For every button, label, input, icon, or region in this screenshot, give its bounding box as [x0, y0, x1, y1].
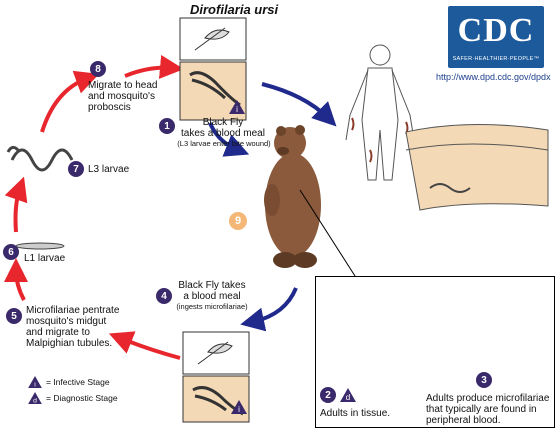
step-3-label: Adults produce microfilariae that typica…: [426, 393, 550, 426]
step-1-label: Black Fly takes a blood meal (L3 larvae …: [177, 117, 270, 148]
blue-arrow-fly-to-bear: [208, 122, 250, 157]
step-3-badge: 3: [476, 372, 492, 388]
step-8-badge: 8: [90, 61, 106, 77]
legend-infective-text: = Infective Stage: [46, 377, 110, 387]
legend-diagnostic-text: = Diagnostic Stage: [46, 393, 118, 403]
svg-text:d: d: [33, 397, 37, 404]
red-arrow-6-to-7: [4, 176, 28, 233]
infective-stage-icon: i: [28, 376, 42, 388]
cdc-logo: CDC SAFER·HEALTHIER·PEOPLE™: [448, 6, 544, 68]
infective-stage-icon: i: [229, 100, 245, 114]
step-2-label: Adults in tissue.: [320, 408, 391, 419]
blue-arrow-fly-to-human: [261, 82, 337, 127]
step-7-badge: 7: [68, 161, 84, 177]
source-url[interactable]: http://www.dpd.cdc.gov/dpdx: [436, 72, 551, 82]
step-5-badge: 5: [6, 308, 22, 324]
step-1-text: Black Fly takes a blood meal: [181, 117, 265, 139]
red-arrow-4-to-5: [108, 331, 181, 360]
step-9-badge: 9: [229, 212, 247, 230]
red-arrow-5-to-6: [4, 258, 29, 301]
step-6-label: L1 larvae: [24, 253, 66, 264]
red-arrow-8-to-1: [124, 54, 184, 79]
step-4-badge: 4: [156, 288, 172, 304]
diagram-title: Dirofilaria ursi: [190, 2, 279, 17]
diagnostic-stage-icon: d: [340, 388, 356, 402]
step-1-note: (L3 larvae enter bite wound): [177, 139, 271, 148]
step-1-badge: 1: [159, 118, 175, 134]
blue-arrow-bear-to-fly: [240, 287, 298, 332]
human-outline: [345, 44, 415, 181]
step-8-label: Migrate to head and mosquito's proboscis: [88, 80, 158, 113]
legend-diagnostic: d = Diagnostic Stage: [28, 392, 118, 404]
step-4-label: Black Fly takes a blood meal (ingests mi…: [172, 280, 252, 311]
red-arrow-7-to-8: [40, 70, 100, 133]
step-6-badge: 6: [3, 244, 19, 260]
infective-stage-icon: i: [231, 400, 247, 414]
step-7-label: L3 larvae: [88, 164, 130, 175]
legend-infective: i = Infective Stage: [28, 376, 110, 388]
tissue-stage-box: [315, 276, 555, 428]
svg-text:i: i: [236, 105, 238, 114]
bear-illustration: [264, 125, 321, 268]
step-4-note: (ingests microfilariae): [176, 302, 248, 311]
cdc-logo-text: CDC: [457, 12, 535, 49]
step-2-badge: 2: [320, 387, 336, 403]
cdc-logo-tagline: SAFER·HEALTHIER·PEOPLE™: [452, 56, 540, 62]
svg-text:i: i: [34, 381, 36, 388]
diagnostic-stage-icon: d: [28, 392, 42, 404]
step-4-text: Black Fly takes a blood meal: [178, 280, 246, 302]
l3-larva: [6, 145, 74, 172]
svg-text:d: d: [346, 393, 350, 402]
svg-text:i: i: [238, 405, 240, 414]
step-5-label: Microfilariae pentrate mosquito's midgut…: [26, 305, 120, 349]
